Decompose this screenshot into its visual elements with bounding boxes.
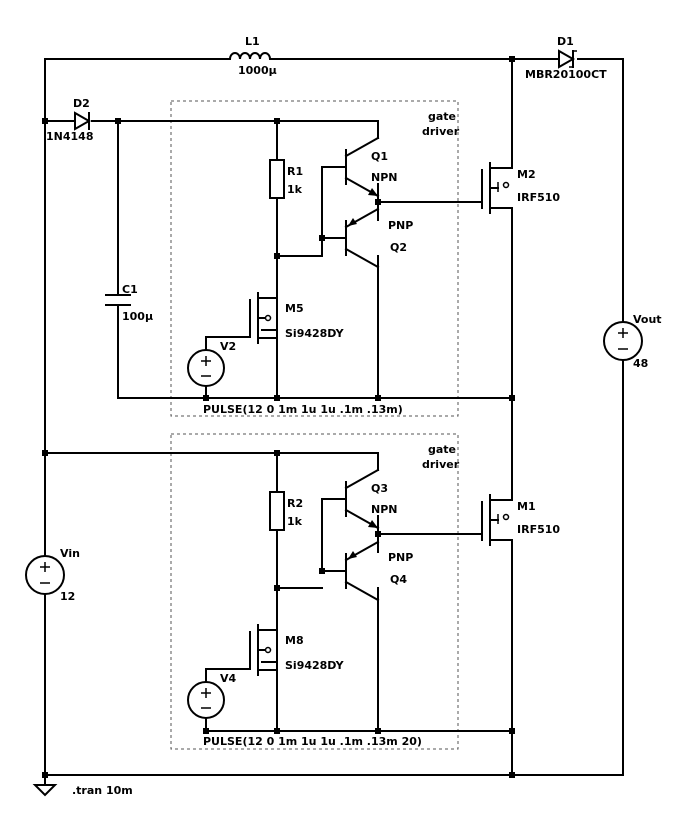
source-vout: Vout 48 — [603, 313, 662, 370]
resistor-r1: R1 1k — [269, 159, 303, 199]
q1-ref: Q1 — [371, 150, 388, 163]
transistor-q2: PNP Q2 — [321, 207, 413, 269]
v4-ref: V4 — [220, 672, 237, 685]
mosfet-m5: M5 Si9428DY — [249, 255, 345, 344]
mosfet-m2: M2 IRF510 — [481, 162, 560, 214]
diode-d1: D1 MBR20100CT — [525, 35, 607, 81]
v2-ref: V2 — [220, 340, 236, 353]
q1-type: NPN — [371, 171, 397, 184]
m2-value: IRF510 — [517, 191, 560, 204]
vout-ref: Vout — [633, 313, 662, 326]
l1-value: 1000µ — [238, 64, 277, 77]
m8-ref: M8 — [285, 634, 304, 647]
v4-value: PULSE(12 0 1m 1u 1u .1m .13m 20) — [203, 735, 422, 748]
vin-value: 12 — [60, 590, 75, 603]
source-vin: Vin 12 — [25, 547, 80, 603]
gate-driver-label-top-2: driver — [422, 125, 460, 138]
gate-driver-label-bottom-2: driver — [422, 458, 460, 471]
gate-driver-box-top — [170, 100, 459, 417]
q4-type: PNP — [388, 551, 413, 564]
vin-ref: Vin — [60, 547, 80, 560]
m5-ref: M5 — [285, 302, 304, 315]
c1-ref: C1 — [122, 283, 138, 296]
d1-value: MBR20100CT — [525, 68, 607, 81]
r1-ref: R1 — [287, 165, 303, 178]
gate-driver-label-top-1: gate — [428, 110, 456, 123]
spice-directive: .tran 10m — [72, 784, 133, 797]
mosfet-m8: M8 Si9428DY — [249, 624, 345, 676]
transistor-q1: Q1 NPN — [321, 136, 397, 198]
mosfet-m1: M1 IRF510 — [481, 494, 560, 546]
inductor-l1: L1 1000µ — [228, 35, 277, 77]
d2-ref: D2 — [73, 97, 90, 110]
m2-ref: M2 — [517, 168, 536, 181]
r2-value: 1k — [287, 515, 303, 528]
c1-value: 100µ — [122, 310, 153, 323]
l1-ref: L1 — [245, 35, 260, 48]
wires — [44, 58, 624, 776]
m8-value: Si9428DY — [285, 659, 345, 672]
q2-type: PNP — [388, 219, 413, 232]
transistor-q4: PNP Q4 — [321, 540, 413, 602]
m1-value: IRF510 — [517, 523, 560, 536]
transistor-q3: Q3 NPN — [321, 468, 397, 530]
d1-ref: D1 — [557, 35, 574, 48]
q3-ref: Q3 — [371, 482, 388, 495]
d2-value: 1N4148 — [46, 130, 93, 143]
gate-driver-label-bottom-1: gate — [428, 443, 456, 456]
gate-driver-box-bottom — [170, 433, 459, 750]
q4-ref: Q4 — [390, 573, 407, 586]
source-v2: V2 PULSE(12 0 1m 1u 1u .1m .13m) — [187, 340, 403, 416]
r1-value: 1k — [287, 183, 303, 196]
r2-ref: R2 — [287, 497, 303, 510]
vout-value: 48 — [633, 357, 648, 370]
q2-ref: Q2 — [390, 241, 407, 254]
q3-type: NPN — [371, 503, 397, 516]
source-v4: V4 PULSE(12 0 1m 1u 1u .1m .13m 20) — [187, 672, 422, 748]
m1-ref: M1 — [517, 500, 536, 513]
m5-value: Si9428DY — [285, 327, 345, 340]
v2-value: PULSE(12 0 1m 1u 1u .1m .13m) — [203, 403, 403, 416]
ground-icon — [32, 774, 58, 797]
resistor-r2: R2 1k — [269, 491, 303, 531]
capacitor-c1: C1 100µ — [105, 283, 153, 323]
diode-d2: D2 1N4148 — [46, 97, 93, 143]
